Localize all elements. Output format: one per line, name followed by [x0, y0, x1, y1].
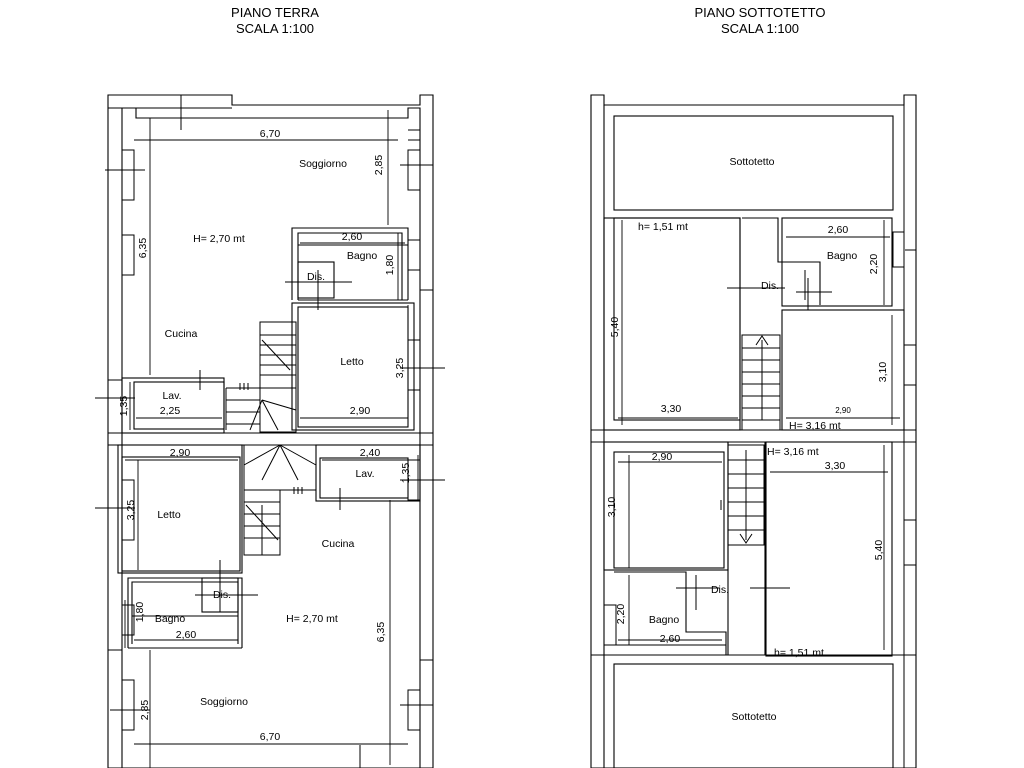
left-dimension-lines [124, 110, 419, 768]
left-room-letto-bottom: Letto [157, 509, 181, 521]
left-dim-670-bottom: 6,70 [260, 731, 281, 743]
left-room-cucina-bottom: Cucina [322, 538, 355, 550]
right-dim-330-bottom: 3,30 [825, 460, 846, 472]
right-h316-top: H= 3,16 mt [789, 420, 841, 432]
right-stair-top-treads [742, 335, 780, 421]
right-lower-partitions [603, 441, 893, 657]
left-dim-135-bottom: 1,35 [400, 463, 412, 484]
left-dim-260-bottom: 2,60 [176, 629, 197, 641]
right-room-bagno-top: Bagno [827, 250, 858, 262]
left-dim-285-top: 2,85 [373, 155, 385, 176]
left-dim-290-top: 2,90 [350, 405, 371, 417]
left-stair-bottom-treads [243, 444, 317, 555]
right-plan: Sottotetto h= 1,51 mt Bagno Dis. H= 3,16… [590, 94, 917, 768]
left-dim-290-bottom: 2,90 [170, 447, 191, 459]
left-stair-top-treads [226, 334, 297, 431]
right-upper-partitions [603, 217, 905, 431]
left-room-soggiorno-top: Soggiorno [299, 158, 347, 170]
left-lower-partitions [108, 444, 433, 768]
left-dim-180-bottom: 1,80 [134, 602, 146, 623]
right-plan-title: PIANO SOTTOTETTO [695, 5, 826, 20]
right-h151-top: h= 1,51 mt [638, 221, 688, 233]
right-dim-540-top: 5,40 [609, 317, 621, 338]
right-sottotetto-bottom-area [613, 663, 894, 768]
left-dim-180-top: 1,80 [384, 255, 396, 276]
right-plan-scale: SCALA 1:100 [721, 21, 799, 36]
left-room-bagno-top: Bagno [347, 250, 378, 262]
right-dim-290-top: 2,90 [835, 406, 851, 415]
left-dim-240: 2,40 [360, 447, 381, 459]
left-dim-325-top: 3,25 [394, 358, 406, 379]
left-windows [95, 95, 445, 731]
right-dim-310-top: 3,10 [877, 362, 889, 383]
right-outer-walls [590, 94, 917, 768]
right-room-sottotetto-bottom: Sottotetto [732, 711, 777, 723]
left-dim-635-bottom: 6,35 [375, 622, 387, 643]
right-room-sottotetto-top: Sottotetto [730, 156, 775, 168]
right-room-bagno-bottom: Bagno [649, 614, 680, 626]
right-windows [603, 231, 917, 646]
left-room-dis-top: Dis. [307, 271, 325, 283]
left-height-bottom: H= 2,70 mt [286, 613, 338, 625]
left-height-top: H= 2,70 mt [193, 233, 245, 245]
right-room-dis-bottom: Dis. [711, 584, 729, 596]
left-room-lav-bottom: Lav. [355, 468, 374, 480]
left-room-cucina-top: Cucina [165, 328, 198, 340]
right-h151-bottom: h= 1,51 mt [774, 647, 824, 659]
left-dim-135-top: 1,35 [118, 396, 130, 417]
right-stair-bottom-treads [728, 450, 764, 544]
left-plan-scale: SCALA 1:100 [236, 21, 314, 36]
left-dim-670-top: 6,70 [260, 128, 281, 140]
right-h316-bottom: H= 3,16 mt [767, 446, 819, 458]
right-dim-260-bottom: 2,60 [660, 633, 681, 645]
right-dim-310-bottom: 3,10 [606, 497, 618, 518]
left-plan-title: PIANO TERRA [231, 5, 319, 20]
right-dim-540-bottom: 5,40 [873, 540, 885, 561]
right-dimension-lines [618, 220, 900, 650]
left-dim-285-bottom: 2,85 [139, 700, 151, 721]
right-sottotetto-top-area [613, 115, 894, 211]
left-room-bagno-bottom: Bagno [155, 613, 186, 625]
right-dim-290-bottom: 2,90 [652, 451, 673, 463]
right-dim-260-top: 2,60 [828, 224, 849, 236]
left-dim-225: 2,25 [160, 405, 181, 417]
left-plan: Soggiorno H= 2,70 mt Cucina Bagno Dis. L… [95, 94, 445, 768]
left-dim-635-top: 6,35 [137, 238, 149, 259]
right-dim-330-top: 3,30 [661, 403, 682, 415]
left-dim-325-bottom: 3,25 [125, 500, 137, 521]
left-room-letto-top: Letto [340, 356, 364, 368]
left-room-lav-top: Lav. [162, 390, 181, 402]
left-dim-260-top: 2,60 [342, 231, 363, 243]
left-upper-partitions [108, 227, 433, 434]
right-dim-220-bottom: 2,20 [615, 604, 627, 625]
left-room-soggiorno-bottom: Soggiorno [200, 696, 248, 708]
right-dim-220-top: 2,20 [868, 254, 880, 275]
right-room-dis-top: Dis. [761, 280, 779, 292]
left-room-dis-bottom: Dis. [213, 589, 231, 601]
